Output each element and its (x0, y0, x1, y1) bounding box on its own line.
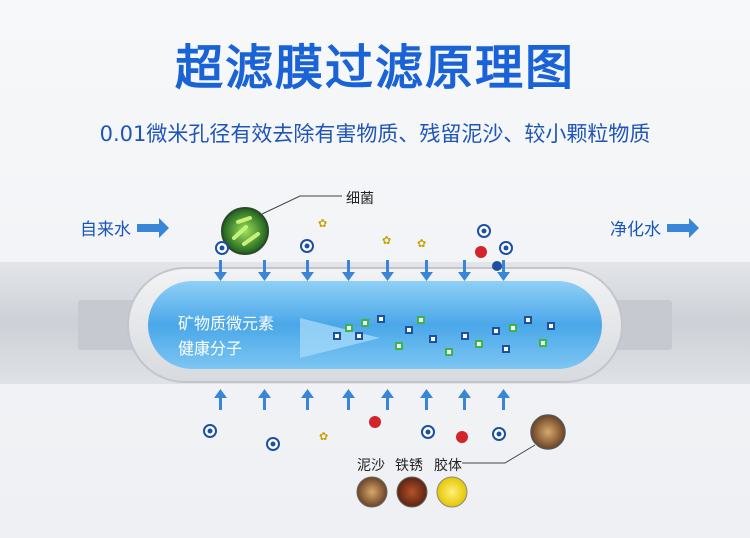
outlet-text: 净化水 (610, 220, 661, 240)
sand-label: 泥沙 (357, 458, 385, 474)
sand-sample-icon (356, 476, 388, 508)
arrow-down (301, 260, 314, 281)
bacteria-rods (232, 216, 260, 246)
mineral-particles (333, 315, 555, 356)
outlet-label: 净化水 (610, 215, 699, 240)
bacteria-label: 细菌 (346, 191, 374, 207)
arrow-down (214, 260, 227, 281)
arrows-top (214, 260, 510, 281)
impurity-particles-top: ✿ ✿ ✿ (215, 217, 513, 271)
inlet-text: 自来水 (80, 220, 131, 240)
outlet-arrow-icon (667, 217, 699, 238)
rust-sample-icon (396, 476, 428, 508)
arrow-up (214, 389, 227, 410)
arrow-down (258, 260, 271, 281)
impurity-particles-bottom: ✿ (203, 416, 506, 451)
inlet-nozzle (78, 300, 138, 350)
arrow-down (381, 260, 394, 281)
sand-magnified-icon (530, 414, 566, 450)
arrow-down (497, 260, 510, 281)
bacteria-callout-line (261, 195, 342, 215)
arrow-down (420, 260, 433, 281)
arrow-up (497, 389, 510, 410)
arrows-bottom (214, 389, 510, 410)
bacteria-icon (221, 207, 269, 255)
inlet-label: 自来水 (80, 215, 169, 240)
arrow-up (458, 389, 471, 410)
outlet-nozzle (612, 300, 672, 350)
membrane-text-line1: 矿物质微元素 (178, 314, 275, 333)
svg-text:✿: ✿ (382, 234, 391, 247)
arrow-up (420, 389, 433, 410)
arrow-up (301, 389, 314, 410)
arrow-down (342, 260, 355, 281)
arrow-up (342, 389, 355, 410)
arrow-up (381, 389, 394, 410)
membrane-tube (148, 281, 602, 369)
rust-label: 铁锈 (395, 458, 423, 474)
arrow-down (458, 260, 471, 281)
page-title: 超滤膜过滤原理图 (174, 40, 575, 96)
impurity-callout-line (462, 444, 536, 464)
arrow-up (258, 389, 271, 410)
page-subtitle: 0.01微米孔径有效去除有害物质、残留泥沙、较小颗粒物质 (99, 122, 651, 146)
svg-text:✿: ✿ (318, 217, 327, 230)
membrane-text-line2: 健康分子 (178, 339, 243, 358)
colloid-sample-icon (436, 476, 468, 508)
svg-text:✿: ✿ (417, 237, 426, 250)
svg-text:✿: ✿ (319, 430, 328, 443)
colloid-label: 胶体 (434, 458, 462, 474)
inlet-arrow-icon (137, 217, 169, 238)
